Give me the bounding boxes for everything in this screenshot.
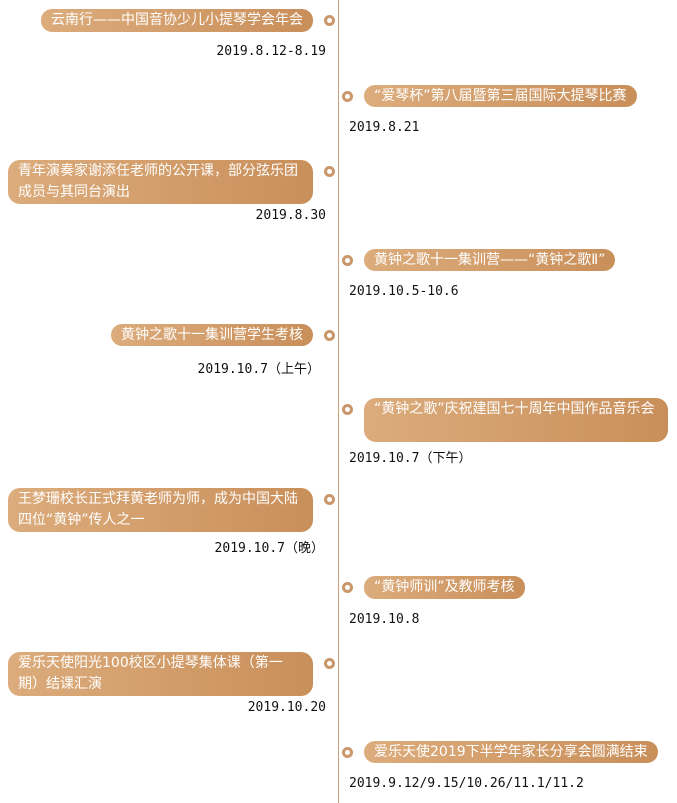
timeline-dot-icon: [324, 15, 335, 26]
event-title[interactable]: 爱乐天使阳光100校区小提琴集体课（第一期）结课汇演: [8, 652, 313, 696]
timeline-dot-icon: [342, 582, 353, 593]
event-title[interactable]: 王梦珊校长正式拜黄老师为师，成为中国大陆四位“黄钟”传人之一: [8, 488, 313, 532]
event-title[interactable]: “黄钟师训”及教师考核: [364, 576, 525, 599]
event-title[interactable]: 云南行——中国音协少儿小提琴学会年会: [41, 9, 313, 32]
event-title[interactable]: “黄钟之歌”庆祝建国七十周年中国作品音乐会: [364, 398, 668, 442]
event-title[interactable]: “爱琴杯”第八届暨第三届国际大提琴比赛: [364, 85, 637, 107]
event-date: 2019.8.12-8.19: [216, 44, 326, 59]
event-title[interactable]: 黄钟之歌十一集训营——“黄钟之歌Ⅱ”: [364, 249, 616, 271]
timeline-dot-icon: [342, 747, 353, 758]
timeline-dot-icon: [324, 330, 335, 341]
timeline-dot-icon: [324, 494, 335, 505]
event-date: 2019.9.12/9.15/10.26/11.1/11.2: [349, 776, 584, 791]
timeline-dot-icon: [342, 91, 353, 102]
event-date: 2019.10.8: [349, 612, 420, 627]
event-title[interactable]: 青年演奏家谢添任老师的公开课，部分弦乐团成员与其同台演出: [8, 160, 313, 204]
event-title[interactable]: 黄钟之歌十一集训营学生考核: [111, 324, 313, 346]
event-date: 2019.10.7（晚）: [214, 541, 324, 556]
timeline-axis: [338, 0, 339, 803]
timeline-dot-icon: [324, 658, 335, 669]
event-date: 2019.10.5-10.6: [349, 284, 459, 299]
event-date: 2019.10.7（下午）: [349, 451, 472, 466]
event-date: 2019.8.21: [349, 120, 420, 135]
timeline-dot-icon: [324, 166, 335, 177]
event-date: 2019.8.30: [255, 208, 326, 223]
event-date: 2019.10.7（上午）: [197, 362, 320, 377]
timeline-dot-icon: [342, 404, 353, 415]
timeline-dot-icon: [342, 255, 353, 266]
event-title[interactable]: 爱乐天使2019下半学年家长分享会圆满结束: [364, 741, 658, 763]
event-date: 2019.10.20: [247, 700, 326, 715]
